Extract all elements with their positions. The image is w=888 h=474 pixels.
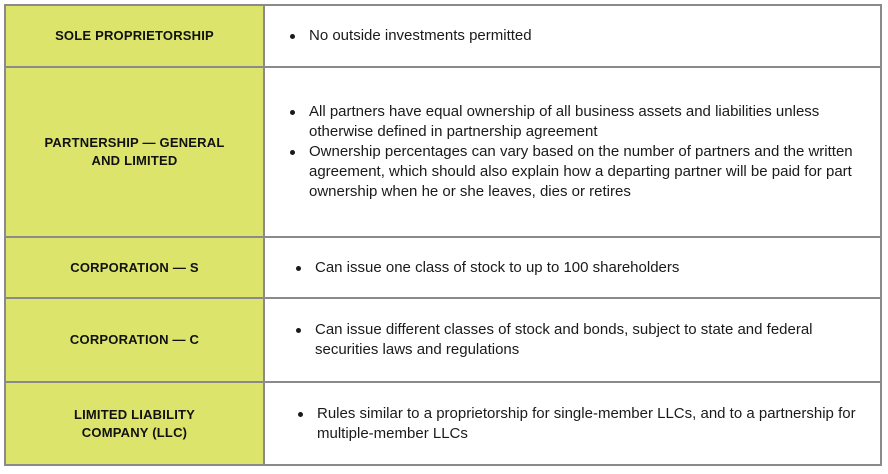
row-content: Rules similar to a proprietorship for si… [265,383,880,464]
bullet-list: No outside investments permitted [285,26,532,46]
row-label: CORPORATION — C [6,299,265,381]
bullet-list: All partners have equal ownership of all… [285,102,866,202]
row-content: Can issue one class of stock to up to 10… [265,238,880,297]
bullet-item: No outside investments permitted [290,27,532,44]
row-label: SOLE PROPRIETORSHIP [6,6,265,66]
bullet-item: Ownership percentages can vary based on … [290,142,866,202]
bullet-item: Rules similar to a proprietorship for si… [298,404,866,444]
bullet-list: Rules similar to a proprietorship for si… [293,404,866,444]
row-label: LIMITED LIABILITY COMPANY (LLC) [6,383,265,464]
table-row-sole-proprietorship: SOLE PROPRIETORSHIP No outside investmen… [6,6,880,68]
bullet-item: Can issue one class of stock to up to 10… [295,258,680,276]
table-row-corporation-s: CORPORATION — S Can issue one class of s… [6,238,880,299]
row-label: CORPORATION — S [6,238,265,297]
business-structure-table: SOLE PROPRIETORSHIP No outside investmen… [4,4,882,466]
bullet-item: Can issue different classes of stock and… [296,320,866,360]
bullet-list: Can issue one class of stock to up to 10… [291,258,679,278]
table-row-corporation-c: CORPORATION — C Can issue different clas… [6,299,880,383]
row-content: Can issue different classes of stock and… [265,299,880,381]
row-content: No outside investments permitted [265,6,880,66]
row-content: All partners have equal ownership of all… [265,68,880,236]
table-row-partnership: PARTNERSHIP — GENERAL AND LIMITED All pa… [6,68,880,238]
row-label: PARTNERSHIP — GENERAL AND LIMITED [6,68,265,236]
bullet-item: All partners have equal ownership of all… [290,102,866,142]
table-row-llc: LIMITED LIABILITY COMPANY (LLC) Rules si… [6,383,880,464]
bullet-list: Can issue different classes of stock and… [291,320,866,360]
